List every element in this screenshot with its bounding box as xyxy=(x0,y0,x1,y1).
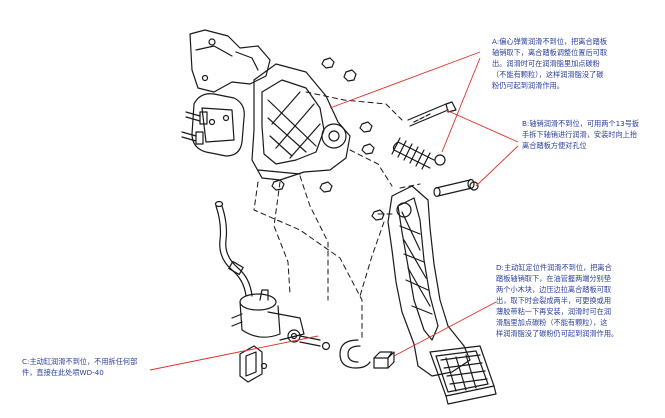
annotation-d-line: 样润滑脂没了碳粉仍可起到润滑作用。 xyxy=(496,329,619,338)
annotation-a-line: 出。润滑时可在润滑脂里加点碳粉 xyxy=(492,59,600,68)
leader-b2 xyxy=(475,145,519,187)
assembly-guide-lines xyxy=(253,91,421,341)
pivot-bolt xyxy=(407,101,457,127)
nut-2 xyxy=(321,57,335,69)
annotation-d-line: 出，取下时会裂成两半，可更换或用 xyxy=(496,296,612,305)
annotation-d-line: D:主动缸定位件润滑不到位，把离合 xyxy=(496,263,612,272)
annotation-d: D:主动缸定位件润滑不到位，把离合 踏板轴销取下，在油管握两端分别垫 两个小木块… xyxy=(496,262,662,339)
firewall-panel xyxy=(189,29,271,93)
nut-3 xyxy=(359,121,373,133)
leader-a1 xyxy=(329,51,481,109)
annotation-a-line: 轴销取下，离合踏板调整位置后可取 xyxy=(492,48,608,57)
annotation-b-line: B:轴销润滑不到位，可用两个13号扳 xyxy=(522,119,640,128)
pedal-bracket xyxy=(251,63,351,181)
leader-d xyxy=(393,301,497,357)
leader-b1 xyxy=(445,109,519,143)
connector-part xyxy=(373,351,395,369)
annotation-b-line: 离合踏板方便对孔位 xyxy=(522,141,587,150)
annotation-c: C:主动缸润滑不到位，不用拆任何部 件，直接在此处喷WD-40 xyxy=(22,356,172,378)
retaining-ring xyxy=(339,339,371,369)
annotation-a-line: A:偏心弹簧润滑不到位，把离合踏板 xyxy=(492,37,608,46)
master-cylinder xyxy=(231,289,331,351)
leader-c xyxy=(149,335,319,371)
annotation-b-line: 手拆下轴销进行润滑，安装时向上抬 xyxy=(522,130,638,139)
annotation-c-line: 件，直接在此处喷WD-40 xyxy=(22,368,104,377)
nut-7 xyxy=(371,209,385,221)
nut-1 xyxy=(343,69,357,82)
leader-a2 xyxy=(441,57,481,153)
annotation-d-line: 两个小木块，边压边拉离合踏板可取 xyxy=(496,285,612,294)
gasket-part xyxy=(191,93,245,157)
mounting-clip xyxy=(239,345,268,383)
annotation-a: A:偏心弹簧润滑不到位，把离合踏板 轴销取下，离合踏板调整位置后可取 出。润滑时… xyxy=(492,36,662,91)
bolt-left-upper xyxy=(185,111,208,125)
pedal-pad xyxy=(429,345,497,405)
fluid-hose xyxy=(214,200,253,297)
over-center-spring xyxy=(391,137,446,170)
annotation-d-line: 薄胶带粘一下再安装，润滑时可在润 xyxy=(496,307,612,316)
clutch-pedal-arm xyxy=(387,185,471,377)
annotation-d-line: 滑脂里加点碳粉（不能有颗粒），这 xyxy=(496,318,608,327)
annotation-a-line: （不能有颗粒），这样润滑脂没了碳 xyxy=(492,70,604,79)
annotation-b: B:轴销润滑不到位，可用两个13号扳 手拆下轴销进行润滑，安装时向上抬 离合踏板… xyxy=(522,118,662,151)
bolt-left-lower xyxy=(181,131,204,145)
nut-4 xyxy=(361,143,375,155)
nut-6 xyxy=(319,181,333,193)
leader-lines xyxy=(149,51,519,371)
pivot-sleeve xyxy=(433,178,479,198)
annotation-d-line: 踏板轴销取下，在油管握两端分别垫 xyxy=(496,274,612,283)
nut-5 xyxy=(271,179,285,191)
annotation-a-line: 粉仍可起到润滑作用。 xyxy=(492,81,564,90)
annotation-c-line: C:主动缸润滑不到位，不用拆任何部 xyxy=(22,357,138,366)
